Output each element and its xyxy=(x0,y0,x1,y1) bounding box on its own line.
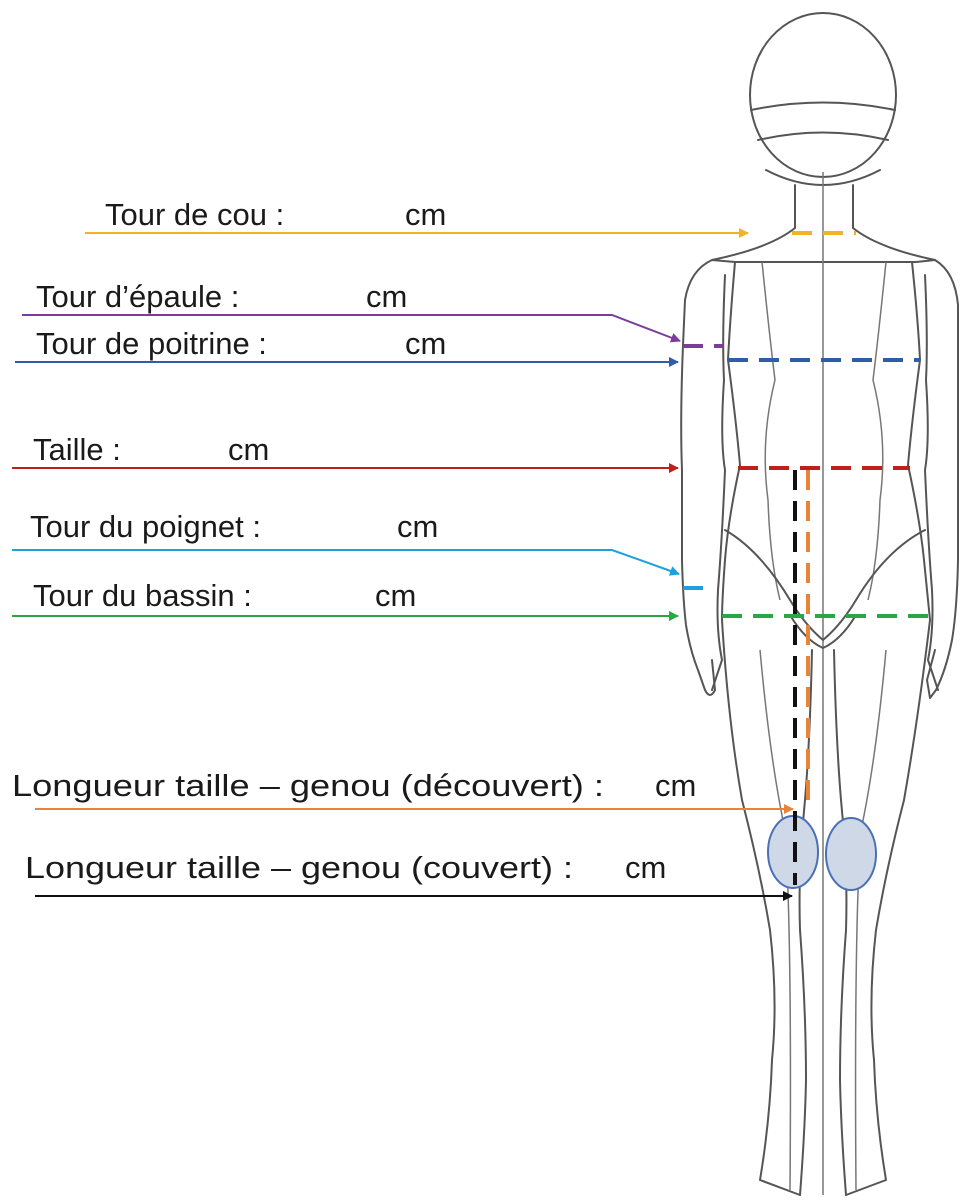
body-figure xyxy=(681,13,958,1195)
left-leg-seam xyxy=(760,650,790,1190)
wrist-unit: cm xyxy=(397,509,438,544)
chest-unit: cm xyxy=(405,326,446,361)
neck-outline xyxy=(795,185,853,228)
head-outline xyxy=(750,13,896,177)
right-leg xyxy=(846,620,930,1195)
left-inner-leg xyxy=(800,650,812,1195)
waist-label: Taille : xyxy=(33,432,121,467)
torso-seam-right xyxy=(868,262,886,600)
torso-left xyxy=(722,262,740,620)
knee-uncovered-label: Longueur taille – genou (découvert) : xyxy=(12,768,604,803)
wrist-leader-arrow xyxy=(12,550,679,574)
knee-covered-unit: cm xyxy=(625,850,666,885)
measurement-labels: Tour de cou : cm Tour d’épaule : cm Tour… xyxy=(12,197,696,885)
wrist-label: Tour du poignet : xyxy=(30,509,261,544)
hip-unit: cm xyxy=(375,578,416,613)
hip-label: Tour du bassin : xyxy=(33,578,252,613)
right-inner-leg xyxy=(834,650,846,1195)
right-inner-arm xyxy=(925,275,938,690)
waist-unit: cm xyxy=(228,432,269,467)
knee-uncovered-unit: cm xyxy=(655,768,696,803)
right-leg-seam xyxy=(856,650,886,1190)
hip-line xyxy=(725,530,925,640)
right-knee-marker xyxy=(826,818,876,890)
shoulder-label: Tour d’épaule : xyxy=(36,279,239,314)
shoulder-unit: cm xyxy=(366,279,407,314)
neck-unit: cm xyxy=(405,197,446,232)
chest-label: Tour de poitrine : xyxy=(36,326,267,361)
torso-seam-left xyxy=(762,262,780,600)
knee-covered-label: Longueur taille – genou (couvert) : xyxy=(25,850,573,885)
neck-label: Tour de cou : xyxy=(105,197,284,232)
